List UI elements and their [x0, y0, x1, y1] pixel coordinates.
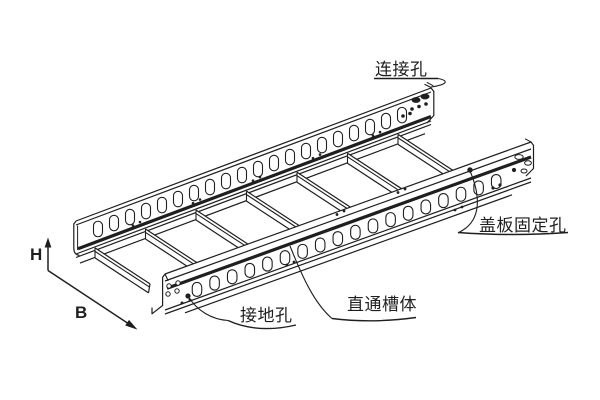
width-axis-line: [47, 269, 131, 326]
width-axis-arrowhead: [125, 319, 138, 330]
connection-holes: [401, 93, 430, 118]
cover-fixing-holes: [467, 154, 532, 190]
label-connection-hole: 连接孔: [375, 60, 428, 79]
trough-body-leader-line: [289, 245, 333, 319]
label-cover-plate-fixing-hole: 盖板固定孔: [479, 216, 567, 235]
grounding-holes: [165, 280, 192, 305]
callout-leaders: [187, 77, 569, 330]
cover-fixing-hole-underline: [457, 231, 569, 236]
grounding-hole-underline: [227, 319, 297, 330]
tray-geometry: [73, 81, 535, 315]
connection-hole-leader-line: [430, 77, 446, 88]
trough-body-underline: [331, 316, 417, 322]
height-axis-arrowhead: [44, 237, 52, 248]
label-straight-trough-body: 直通槽体: [347, 295, 417, 314]
width-dimension-label: B: [75, 303, 87, 322]
label-grounding-hole: 接地孔: [240, 306, 293, 325]
rungs: [94, 133, 454, 294]
near-side-rail: [151, 138, 535, 315]
dimension-axes: [44, 237, 138, 330]
height-dimension-label: H: [30, 245, 42, 264]
grounding-hole-leader-line: [187, 295, 229, 322]
